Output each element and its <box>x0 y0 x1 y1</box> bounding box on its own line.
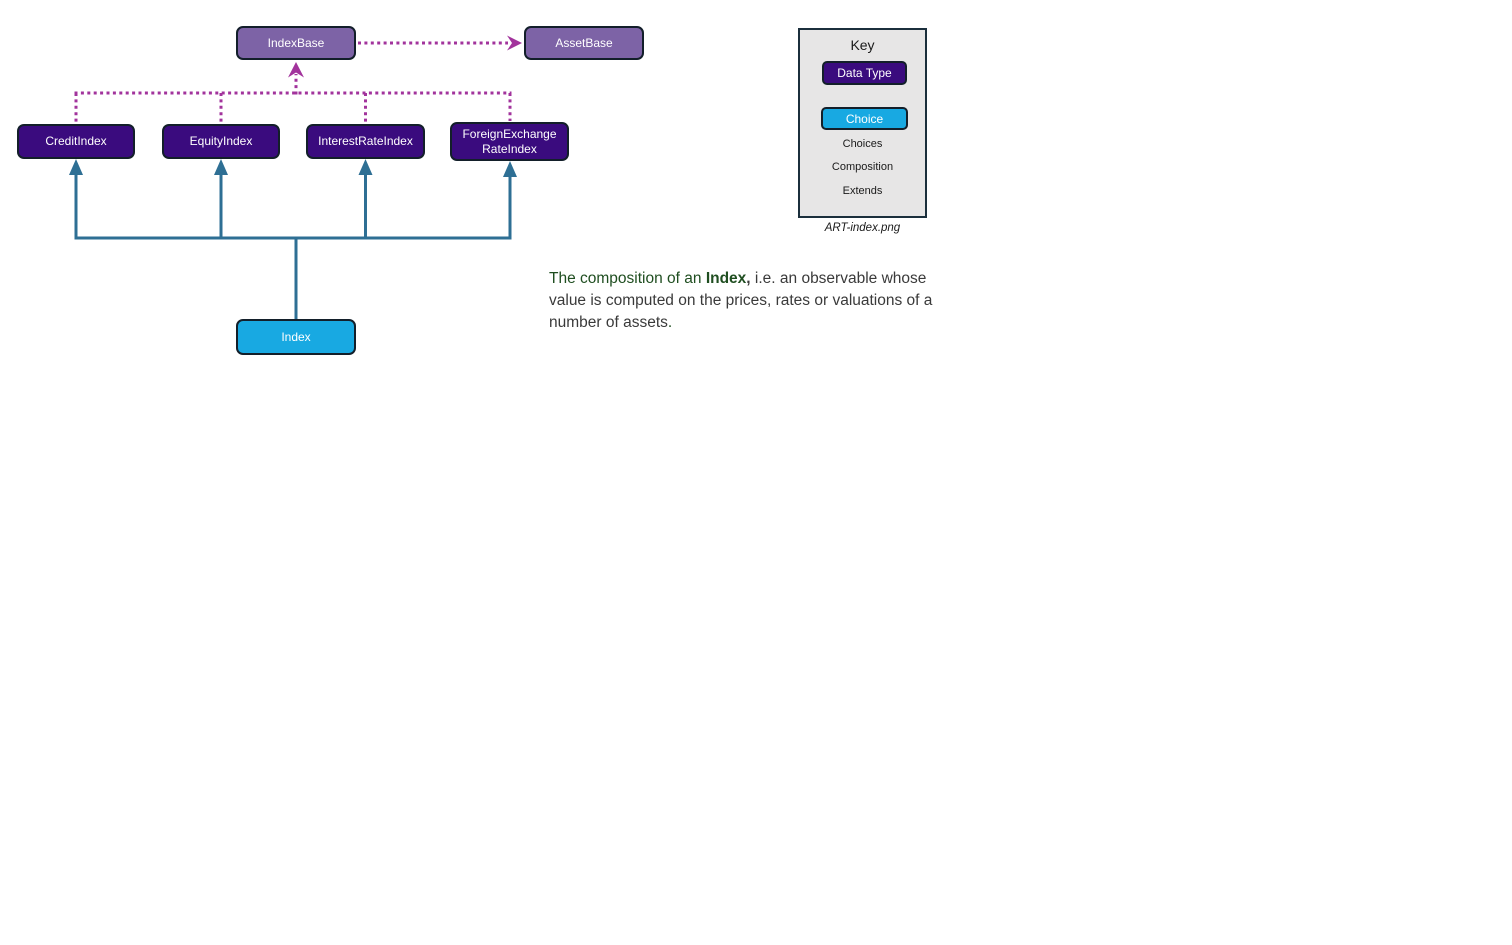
node-index[interactable]: Index <box>236 319 356 355</box>
legend-extends-label: Extends <box>842 185 883 197</box>
legend-choice-swatch: Choice <box>821 107 908 130</box>
description-comma: , <box>746 269 751 287</box>
extends-bus-to-indexbase <box>74 62 512 123</box>
description-paragraph: The composition of an Index, i.e. an obs… <box>549 268 933 335</box>
node-assetbase[interactable]: AssetBase <box>524 26 644 60</box>
figure-caption: ART-index.png <box>824 222 901 234</box>
description-index-ref: Index <box>705 269 747 287</box>
description-period: . <box>667 314 673 332</box>
description-lead: The composition of an <box>549 269 706 287</box>
node-equityindex[interactable]: EquityIndex <box>162 124 280 159</box>
legend-key-box: Key Data Type Choice Choices Composition… <box>798 28 927 218</box>
node-foreignexchangerateindex[interactable]: ForeignExchange RateIndex <box>450 122 569 161</box>
node-interestrateindex[interactable]: InterestRateIndex <box>306 124 425 159</box>
node-indexbase[interactable]: IndexBase <box>236 26 356 60</box>
legend-choices-label: Choices <box>842 138 883 150</box>
extends-arrow-indexbase-to-assetbase <box>358 35 522 51</box>
choices-bus-from-index <box>69 159 517 320</box>
legend-composition-label: Composition <box>831 161 894 173</box>
node-creditindex[interactable]: CreditIndex <box>17 124 135 159</box>
description-body: i.e. an observable whose value is comput… <box>549 269 933 332</box>
legend-data-type-swatch: Data Type <box>822 61 907 85</box>
legend-title: Key <box>850 37 875 53</box>
